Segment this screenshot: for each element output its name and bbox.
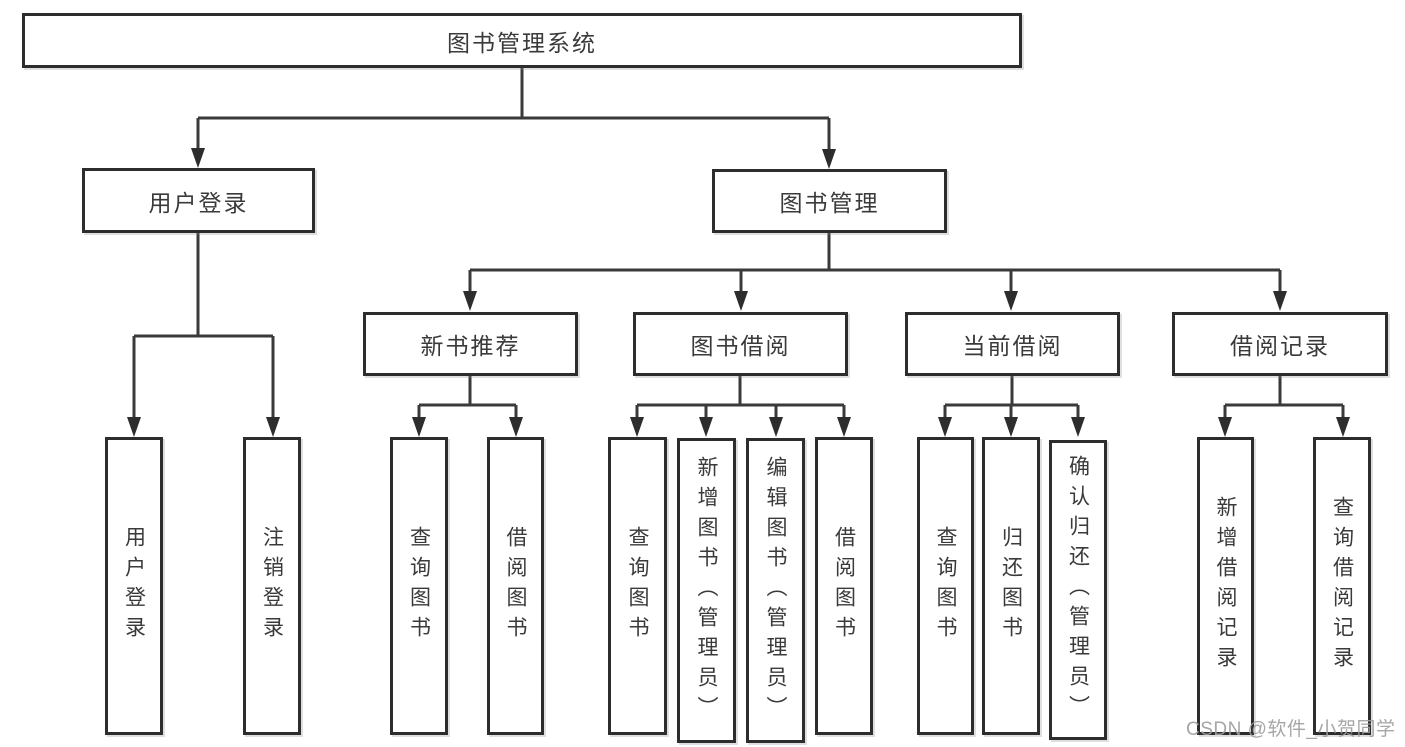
leaf-borrow-books-recommend: 借阅图书 [487,437,544,735]
leaf-query-books-borrowing: 查询图书 [608,437,667,735]
leaf-query-books-current-label: 查询图书 [934,526,957,646]
leaf-query-books-recommend: 查询图书 [390,437,448,735]
leaf-query-books-recommend-label: 查询图书 [407,526,431,646]
leaf-query-books-current: 查询图书 [917,437,974,735]
leaf-confirm-return-admin-label: 确认归还（管理员） [1066,455,1090,725]
node-borrowing-records-label: 借阅记录 [1230,333,1330,359]
watermark: CSDN @软件_小贺同学 [1186,719,1396,740]
arrowheads [127,148,1350,437]
leaf-borrow-books-recommend-label: 借阅图书 [504,526,527,646]
leaf-return-books-label: 归还图书 [999,526,1023,646]
leaf-add-book-admin-label: 新增图书（管理员） [695,455,718,726]
leaf-query-books-borrowing-label: 查询图书 [626,526,649,646]
node-book-borrowing-label: 图书借阅 [690,333,791,359]
node-current-borrowing: 当前借阅 [905,312,1120,376]
leaf-add-book-admin: 新增图书（管理员） [677,438,736,743]
node-current-borrowing-label: 当前借阅 [962,333,1063,359]
node-new-book-recommend: 新书推荐 [363,312,578,376]
leaf-user-login-label: 用户登录 [122,526,146,646]
leaf-query-borrow-record: 查询借阅记录 [1313,437,1371,735]
node-root-label: 图书管理系统 [447,29,597,56]
node-user-login: 用户登录 [82,168,315,233]
leaf-borrow-books-borrowing: 借阅图书 [815,437,873,735]
leaf-edit-book-admin: 编辑图书（管理员） [746,438,805,743]
leaf-add-borrow-record-label: 新增借阅记录 [1214,496,1237,676]
leaf-edit-book-admin-label: 编辑图书（管理员） [764,455,787,726]
node-user-login-label: 用户登录 [148,189,249,216]
leaf-return-books: 归还图书 [982,437,1040,735]
leaf-query-borrow-record-label: 查询借阅记录 [1330,496,1354,676]
node-new-book-recommend-label: 新书推荐 [420,333,521,359]
node-borrowing-records: 借阅记录 [1172,312,1388,376]
leaf-logout: 注销登录 [243,437,301,735]
leaf-logout-label: 注销登录 [260,526,284,646]
leaf-add-borrow-record: 新增借阅记录 [1197,437,1254,735]
leaf-user-login: 用户登录 [105,437,163,735]
node-book-management: 图书管理 [712,169,947,233]
node-root: 图书管理系统 [22,13,1022,68]
node-book-management-label: 图书管理 [779,190,880,216]
node-book-borrowing: 图书借阅 [633,312,848,376]
leaf-borrow-books-borrowing-label: 借阅图书 [832,526,856,646]
leaf-confirm-return-admin: 确认归还（管理员） [1049,440,1107,740]
